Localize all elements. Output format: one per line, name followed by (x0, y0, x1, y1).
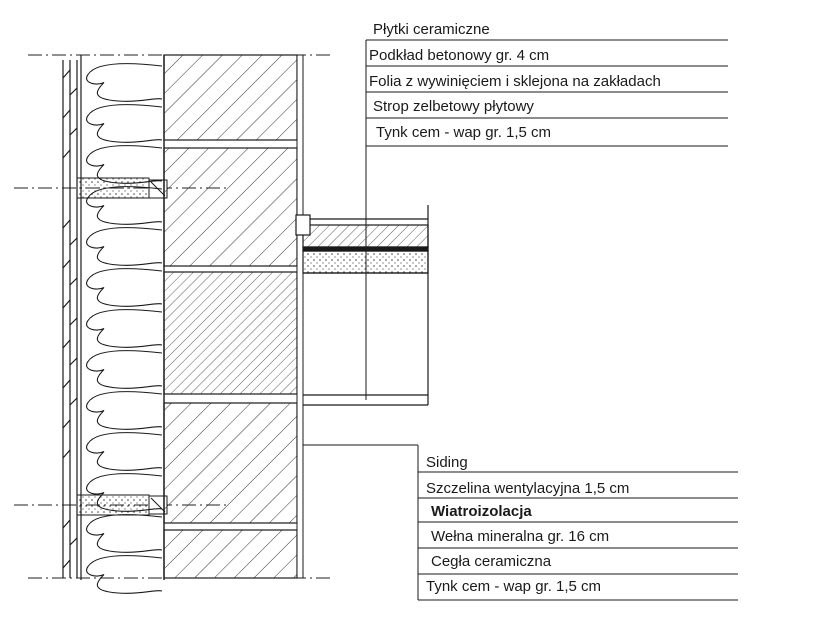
callout-label: Tynk cem - wap gr. 1,5 cm (376, 124, 552, 141)
wool-bulb (86, 63, 163, 102)
leader-lines (303, 39, 738, 601)
wool-bulb (86, 145, 163, 184)
wool-bulb (86, 104, 163, 143)
callout-label: Szczelina wentylacyjna 1,5 cm (426, 480, 630, 497)
wool-bulb (86, 350, 163, 389)
siding-layer (62, 60, 78, 578)
wool-bulb (86, 186, 163, 225)
callout-label: Podkład betonowy gr. 4 cm (369, 47, 550, 64)
callout-label: Strop zelbetowy płytowy (373, 98, 534, 115)
callout-label: Cegła ceramiczna (431, 553, 552, 570)
wool-bulb (86, 514, 163, 553)
wool-bulb (86, 555, 163, 594)
callout-label: Wełna mineralna gr. 16 cm (431, 528, 610, 545)
wool-bulb (86, 432, 163, 471)
wool-bulb (86, 268, 163, 307)
callout-label: Płytki ceramiczne (373, 21, 490, 38)
callout-label: Tynk cem - wap gr. 1,5 cm (426, 578, 602, 595)
callout-label: Wiatroizolacja (431, 503, 532, 520)
wool-bulb (86, 227, 163, 266)
brick-wall (163, 54, 298, 579)
mineral-wool-layer (86, 63, 163, 594)
wool-bulb (86, 473, 163, 512)
floor-slab (295, 205, 429, 406)
interior-plaster (296, 54, 304, 579)
wool-bulb (86, 391, 163, 430)
wool-bulb (86, 309, 163, 348)
callout-label: Folia z wywinięciem i sklejona na zakład… (369, 73, 661, 90)
callout-label: Siding (426, 454, 468, 471)
